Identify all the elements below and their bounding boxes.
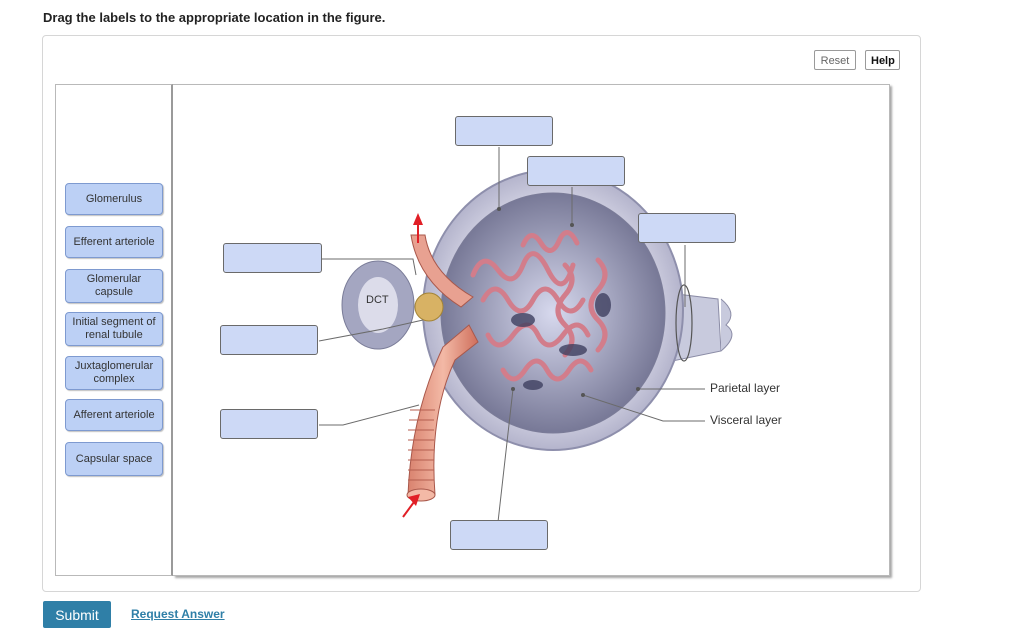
help-button[interactable]: Help — [865, 50, 900, 70]
drop-target-left-1[interactable] — [223, 243, 322, 273]
drop-target-left-3[interactable] — [220, 409, 318, 439]
label-chip-capsular-space[interactable]: Capsular space — [65, 442, 163, 476]
drop-target-top-right[interactable] — [638, 213, 736, 243]
flow-arrow-in-icon — [402, 501, 415, 518]
submit-button[interactable]: Submit — [43, 601, 111, 628]
nephron-illustration: DCT — [318, 147, 733, 523]
glomerulus-shape — [470, 230, 608, 382]
label-chip-afferent-arteriole[interactable]: Afferent arteriole — [65, 399, 163, 431]
label-chip-glomerular-capsule[interactable]: Glomerular capsule — [65, 269, 163, 303]
label-chip-juxtaglomerular-complex[interactable]: Juxtaglomerular complex — [65, 356, 163, 390]
instruction-text: Drag the labels to the appropriate locat… — [43, 10, 386, 25]
drop-target-top-center[interactable] — [527, 156, 625, 186]
reset-button[interactable]: Reset — [814, 50, 856, 70]
drop-target-bottom[interactable] — [450, 520, 548, 550]
afferent-arteriole-shape — [407, 324, 479, 496]
request-answer-link[interactable]: Request Answer — [131, 607, 225, 621]
dct-label: DCT — [366, 294, 389, 306]
parietal-layer-label: Parietal layer — [710, 381, 781, 395]
label-chip-glomerulus[interactable]: Glomerulus — [65, 183, 163, 215]
label-chip-initial-segment[interactable]: Initial segment of renal tubule — [65, 312, 163, 346]
drop-target-left-2[interactable] — [220, 325, 318, 355]
juxtaglomerular-shape — [414, 292, 444, 322]
visceral-layer-label: Visceral layer — [710, 413, 782, 427]
drop-target-top-left[interactable] — [455, 116, 553, 146]
efferent-arteriole-shape — [410, 234, 474, 308]
label-chip-efferent-arteriole[interactable]: Efferent arteriole — [65, 226, 163, 258]
